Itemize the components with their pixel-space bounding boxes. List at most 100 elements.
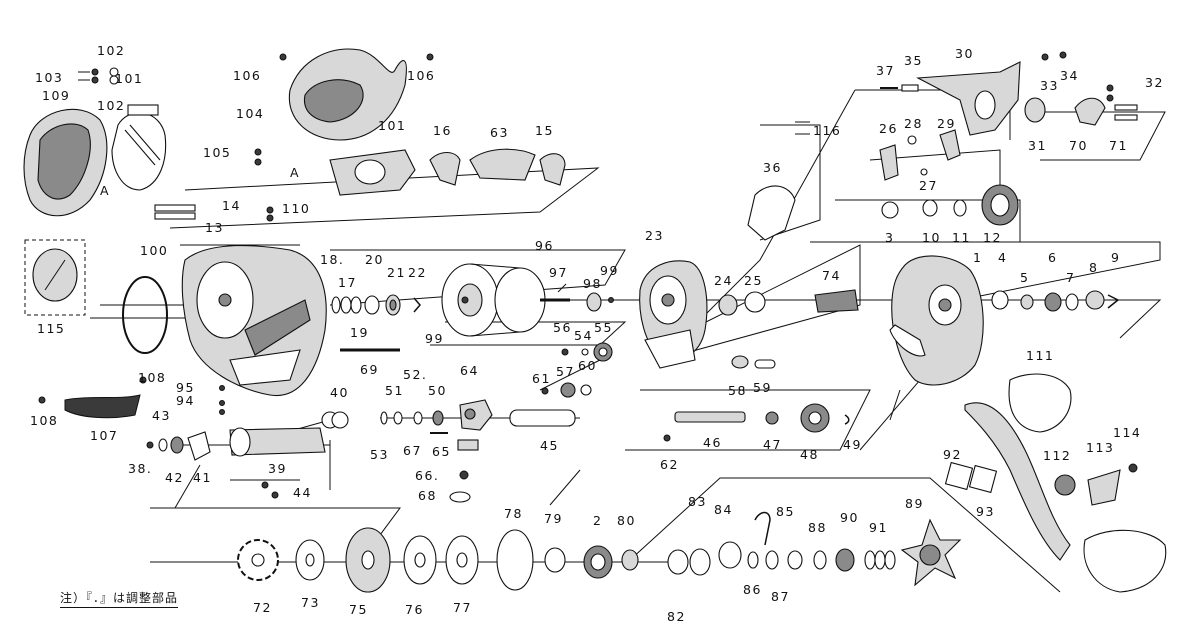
label-part-5: 5 (1020, 270, 1029, 285)
label-part-9: 9 (1111, 250, 1120, 265)
label-part-72: 72 (253, 600, 272, 615)
label-part-36: 36 (763, 160, 782, 175)
label-part-13: 13 (205, 220, 224, 235)
label-part-114: 114 (1113, 425, 1141, 440)
label-part-22: 22 (408, 265, 427, 280)
label-part-99-a: 99 (600, 263, 619, 278)
label-part-18: 18. (320, 252, 344, 267)
label-part-97: 97 (549, 265, 568, 280)
label-part-88: 88 (808, 520, 827, 535)
part-26 (879, 144, 899, 181)
label-part-2: 2 (593, 513, 602, 528)
label-part-23: 23 (645, 228, 664, 243)
part-64-pawl-block (459, 399, 493, 431)
label-part-98: 98 (583, 276, 602, 291)
label-part-41: 41 (193, 470, 212, 485)
label-part-64: 64 (460, 363, 479, 378)
label-part-103: 103 (35, 70, 63, 85)
label-part-107: 107 (90, 428, 118, 443)
part-78 (496, 529, 534, 591)
label-part-45: 45 (540, 438, 559, 453)
label-part-47: 47 (763, 437, 782, 452)
label-part-16: 16 (433, 123, 452, 138)
label-part-17: 17 (338, 275, 357, 290)
label-part-60: 60 (578, 358, 597, 373)
frame-group (38, 48, 434, 419)
label-part-74: 74 (822, 268, 841, 283)
label-part-35: 35 (904, 53, 923, 68)
label-part-15: 15 (535, 123, 554, 138)
label-part-77: 77 (453, 600, 472, 615)
adjustment-parts-note: 注）『．』は調整部品 (60, 589, 179, 608)
label-part-84: 84 (714, 502, 733, 517)
label-part-34: 34 (1060, 68, 1079, 83)
drive-shaft-parts (663, 355, 850, 442)
label-part-76: 76 (405, 602, 424, 617)
label-part-27: 27 (919, 178, 938, 193)
label-part-102-b: 102 (97, 98, 125, 113)
label-part-6: 6 (1048, 250, 1057, 265)
label-part-4: 4 (998, 250, 1007, 265)
side-plate-group (639, 185, 796, 369)
spool-group (441, 263, 614, 337)
part-36-plate (747, 185, 796, 241)
part-15 (539, 153, 566, 186)
label-part-94: 94 (176, 393, 195, 408)
part-115-cap-box (24, 239, 86, 316)
label-part-19: 19 (350, 325, 369, 340)
label-part-106-b: 106 (407, 68, 435, 83)
label-ref-a-2: A (290, 165, 300, 180)
label-part-101-a: 101 (115, 71, 143, 86)
label-part-57: 57 (556, 364, 575, 379)
part-45-pipe (509, 409, 576, 427)
label-part-49: 49 (843, 437, 862, 452)
label-part-28: 28 (904, 116, 923, 131)
label-part-38: 38. (128, 461, 152, 476)
label-part-65: 65 (432, 444, 451, 459)
label-part-69: 69 (360, 362, 379, 377)
label-part-50: 50 (428, 383, 447, 398)
label-part-55: 55 (594, 320, 613, 335)
top-cover-pieces (429, 148, 566, 186)
label-part-33: 33 (1040, 78, 1059, 93)
label-part-61: 61 (532, 371, 551, 386)
label-part-59: 59 (753, 380, 772, 395)
label-part-109: 109 (42, 88, 70, 103)
label-part-32: 32 (1145, 75, 1164, 90)
part-103-screw (91, 68, 99, 76)
label-part-91: 91 (869, 520, 888, 535)
label-part-48: 48 (800, 447, 819, 462)
bearing-stack-18-22 (331, 294, 421, 316)
bottom-gear-row (237, 511, 962, 593)
label-part-87: 87 (771, 589, 790, 604)
label-part-10: 10 (922, 230, 941, 245)
part-63 (469, 148, 536, 181)
label-part-30: 30 (955, 46, 974, 61)
part-46-worm-shaft (674, 411, 746, 423)
label-part-53: 53 (370, 447, 389, 462)
label-part-8: 8 (1089, 260, 1098, 275)
label-part-104: 104 (236, 106, 264, 121)
label-part-67: 67 (403, 443, 422, 458)
label-part-58: 58 (728, 383, 747, 398)
label-part-99-b: 99 (425, 331, 444, 346)
part-100-ring (122, 276, 168, 354)
label-part-111: 111 (1026, 348, 1054, 363)
label-part-40: 40 (330, 385, 349, 400)
label-part-92: 92 (943, 447, 962, 462)
label-part-42: 42 (165, 470, 184, 485)
label-part-75: 75 (349, 602, 368, 617)
label-part-51: 51 (385, 383, 404, 398)
label-part-44: 44 (293, 485, 312, 500)
label-part-90: 90 (840, 510, 859, 525)
label-part-93: 93 (976, 504, 995, 519)
label-part-85: 85 (776, 504, 795, 519)
label-part-96: 96 (535, 238, 554, 253)
label-part-39: 39 (268, 461, 287, 476)
label-part-116: 116 (813, 123, 841, 138)
part-number-labels: 1 2 3 4 5 6 7 8 9 10 11 12 13 14 15 16 1… (30, 43, 1164, 624)
label-part-26: 26 (879, 121, 898, 136)
part-111-knob (1008, 373, 1072, 433)
label-part-113: 113 (1086, 440, 1114, 455)
